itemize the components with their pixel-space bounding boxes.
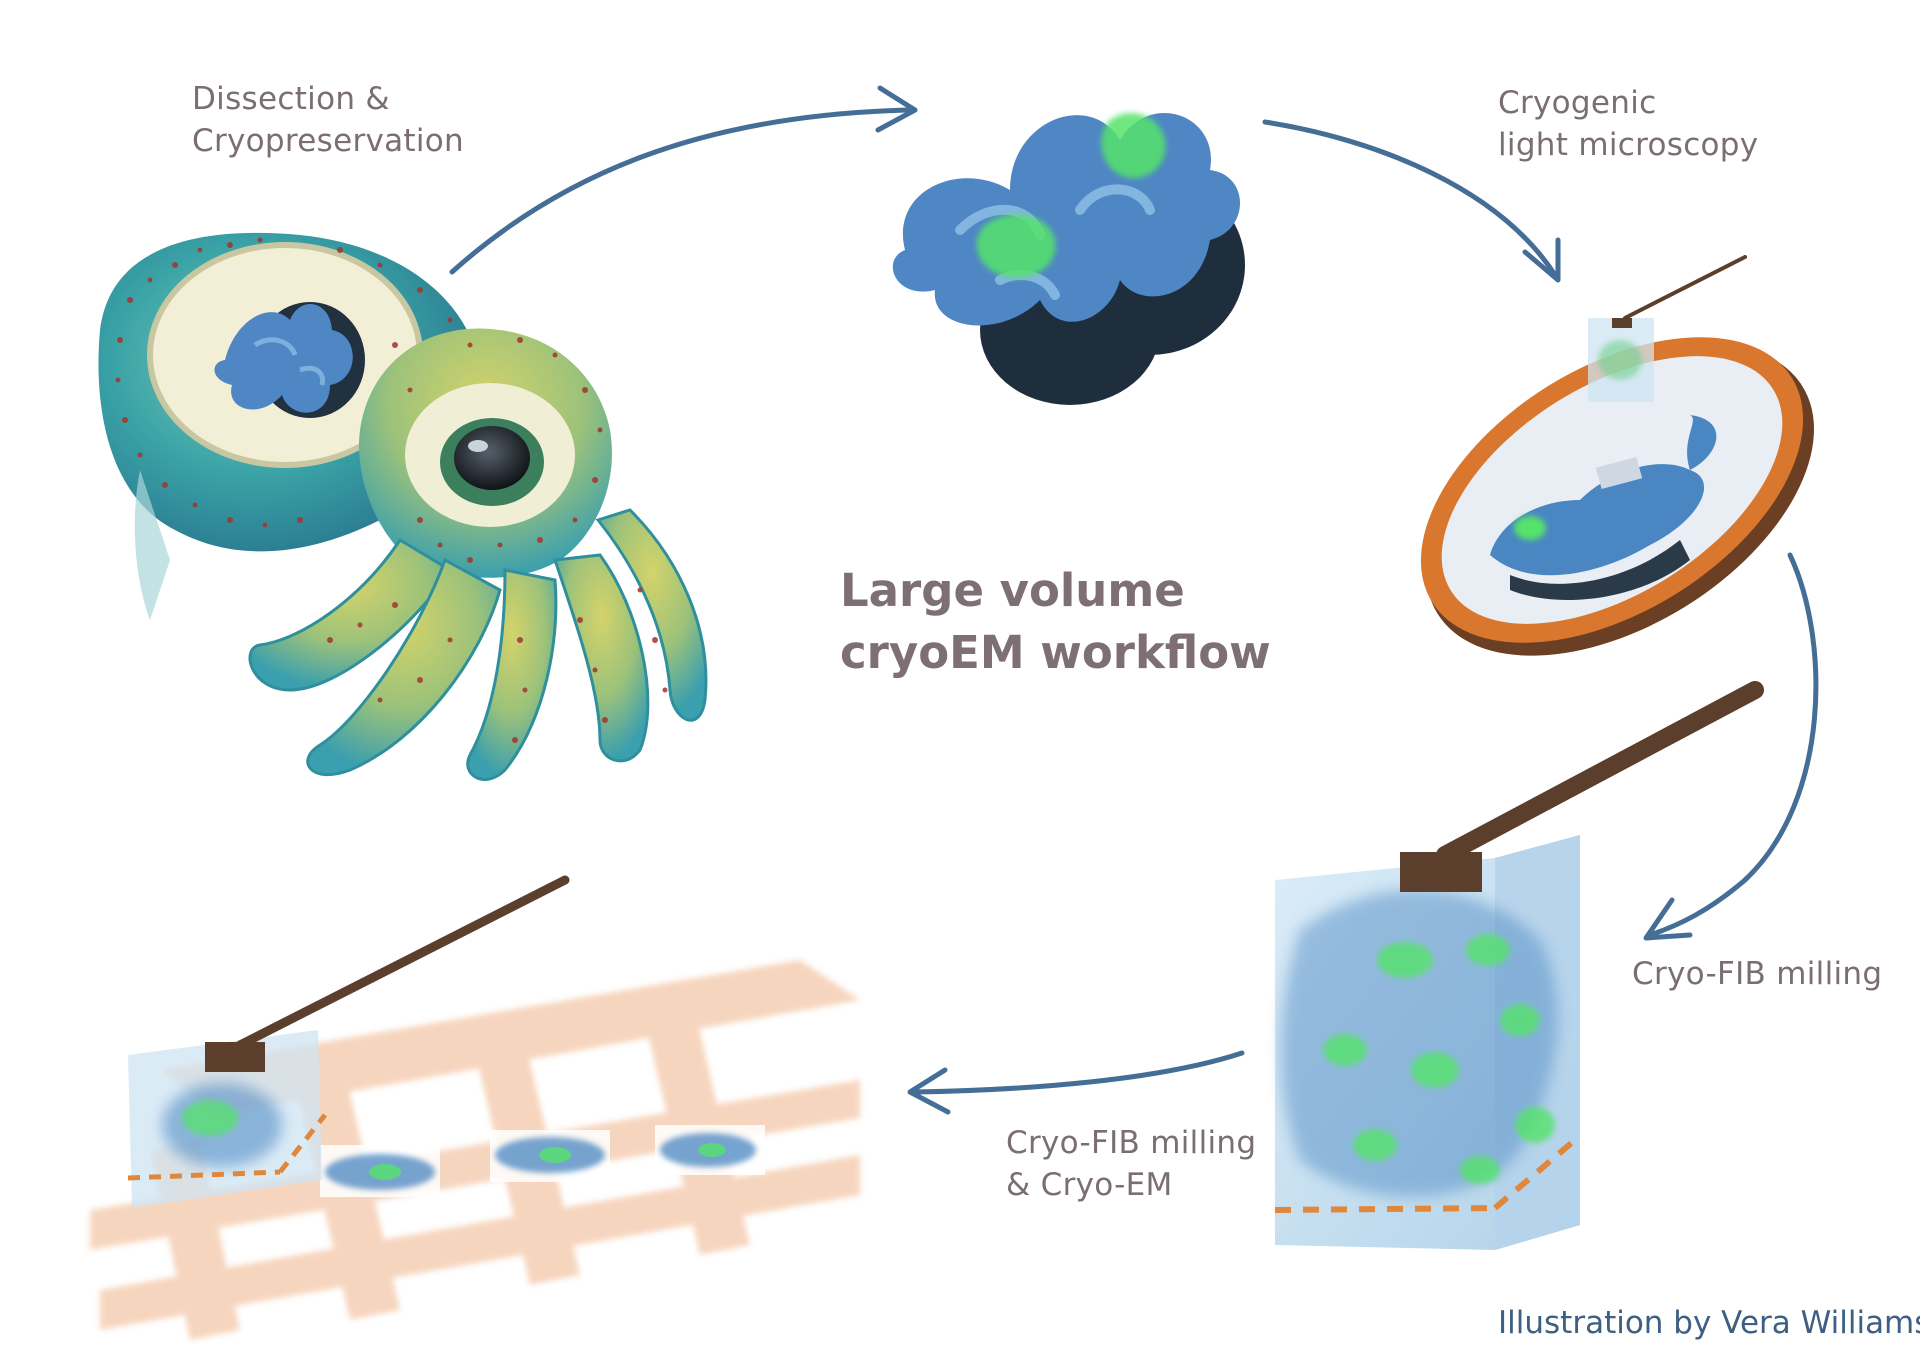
milled-block bbox=[1274, 681, 1764, 1250]
grid-ring-with-sample bbox=[1420, 255, 1814, 656]
title-line: cryoEM workflow bbox=[840, 626, 1271, 679]
label-line: Cryo-FIB milling bbox=[1006, 1125, 1257, 1161]
dissected-tissue-large bbox=[892, 112, 1245, 405]
arrow-dissection-to-tissue bbox=[449, 107, 913, 275]
arrow-tissue-to-lightmicro bbox=[1262, 119, 1558, 278]
label-cryo-fib-milling-cryo-em: Cryo-FIB milling & Cryo-EM bbox=[1006, 1122, 1256, 1206]
label-line: Cryogenic bbox=[1498, 85, 1657, 121]
lamella bbox=[320, 1145, 440, 1197]
title-line: Large volume bbox=[840, 564, 1185, 617]
label-cryogenic-light-microscopy: Cryogenic light microscopy bbox=[1498, 82, 1758, 166]
fluorescence-signal bbox=[1101, 112, 1166, 179]
lamella bbox=[655, 1125, 765, 1175]
arrow-fib-to-cryoem-head bbox=[907, 1067, 951, 1115]
arrow-fib-to-cryoem bbox=[912, 1050, 1245, 1095]
label-line: light microscopy bbox=[1498, 127, 1759, 163]
diagram-title: Large volume cryoEM workflow bbox=[840, 560, 1271, 684]
label-dissection-cryopreservation: Dissection & Cryopreservation bbox=[192, 78, 464, 162]
dissected-tissue-small bbox=[214, 302, 365, 418]
label-cryo-fib-milling: Cryo-FIB milling bbox=[1632, 956, 1883, 992]
arrow-dissection-to-tissue-head bbox=[875, 85, 918, 133]
cuttlefish-illustration bbox=[98, 232, 708, 784]
arrow-lightmicro-to-fib-head bbox=[1643, 897, 1693, 941]
cuttlefish-arms bbox=[248, 508, 708, 781]
label-line: & Cryo-EM bbox=[1006, 1167, 1173, 1203]
arrow-tissue-to-lightmicro-head bbox=[1522, 237, 1561, 283]
cuttlefish-spots bbox=[115, 237, 668, 743]
arrow-lightmicro-to-fib bbox=[1647, 552, 1819, 938]
fluorescence-signal bbox=[1323, 934, 1555, 1184]
label-line: Cryopreservation bbox=[192, 123, 465, 159]
label-line: Dissection & bbox=[192, 81, 390, 117]
workflow-arrows bbox=[449, 85, 1819, 1115]
illustration-credit: Illustration by Vera Williams bbox=[1498, 1305, 1920, 1341]
lamella bbox=[490, 1130, 610, 1182]
em-grid-with-lamellae bbox=[90, 875, 860, 1340]
